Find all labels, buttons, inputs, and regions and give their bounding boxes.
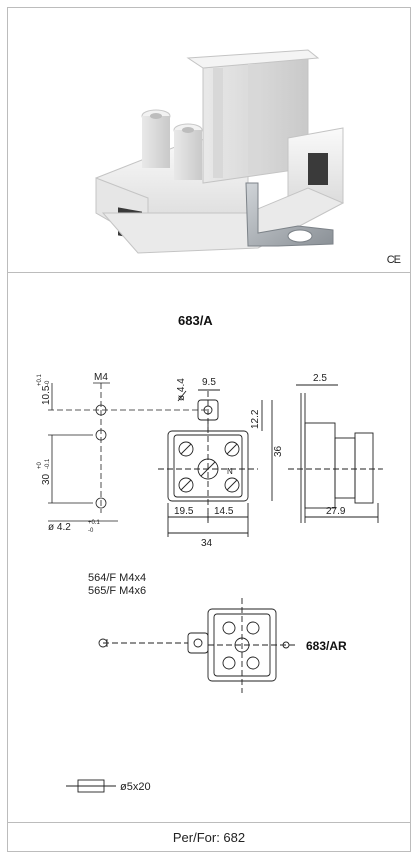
dim-36: 36 — [273, 445, 284, 457]
technical-drawing-panel: 683/A M4 10.5 +0.1 -0 30 +0 -0.1 — [8, 273, 410, 823]
dim-2-5: 2.5 — [313, 373, 327, 384]
dim-30: 30 — [41, 473, 52, 485]
dim-4-2-tol-lower: -0 — [88, 528, 94, 534]
dim-19-5: 19.5 — [174, 506, 194, 517]
dim-34: 34 — [201, 538, 213, 549]
screw-label-1: 564/F M4x4 — [88, 572, 146, 584]
screw-label-2: 565/F M4x6 — [88, 585, 146, 597]
dim-12-2: 12.2 — [250, 409, 261, 429]
dim-14-5: 14.5 — [214, 506, 234, 517]
footer: Per/For: 682 — [8, 823, 410, 852]
dim-4-2-tol-upper: +0.1 — [88, 520, 101, 526]
dim-m4: M4 — [94, 372, 108, 383]
dim-30-tol-lower: -0.1 — [45, 458, 51, 469]
product-photo-panel: CE — [8, 8, 410, 273]
dim-10-5: 10.5 — [41, 385, 52, 405]
dim-4-4: ø 4.4 — [176, 378, 187, 401]
dim-27-9: 27.9 — [326, 506, 346, 517]
dim-4-2: ø 4.2 — [48, 522, 71, 533]
dim-30-tol-upper: +0 — [37, 461, 43, 469]
compatibility-label: Per/For: 682 — [172, 830, 246, 845]
dim-10-5-tol-upper: +0.1 — [37, 373, 43, 386]
product-photo — [95, 49, 345, 254]
dim-10-5-tol-lower: -0 — [45, 380, 51, 386]
n-mark: N — [227, 467, 233, 476]
variant-label: 683/AR — [306, 639, 347, 653]
ce-mark: CE — [386, 254, 401, 266]
dim-9-5: 9.5 — [202, 377, 216, 388]
drawing-title: 683/A — [178, 313, 213, 328]
technical-drawing: 683/A M4 10.5 +0.1 -0 30 +0 -0.1 — [37, 313, 383, 793]
datasheet: CE 683/A M4 10.5 +0.1 -0 30 — [7, 7, 411, 852]
fuse-label: ø5x20 — [120, 781, 151, 793]
